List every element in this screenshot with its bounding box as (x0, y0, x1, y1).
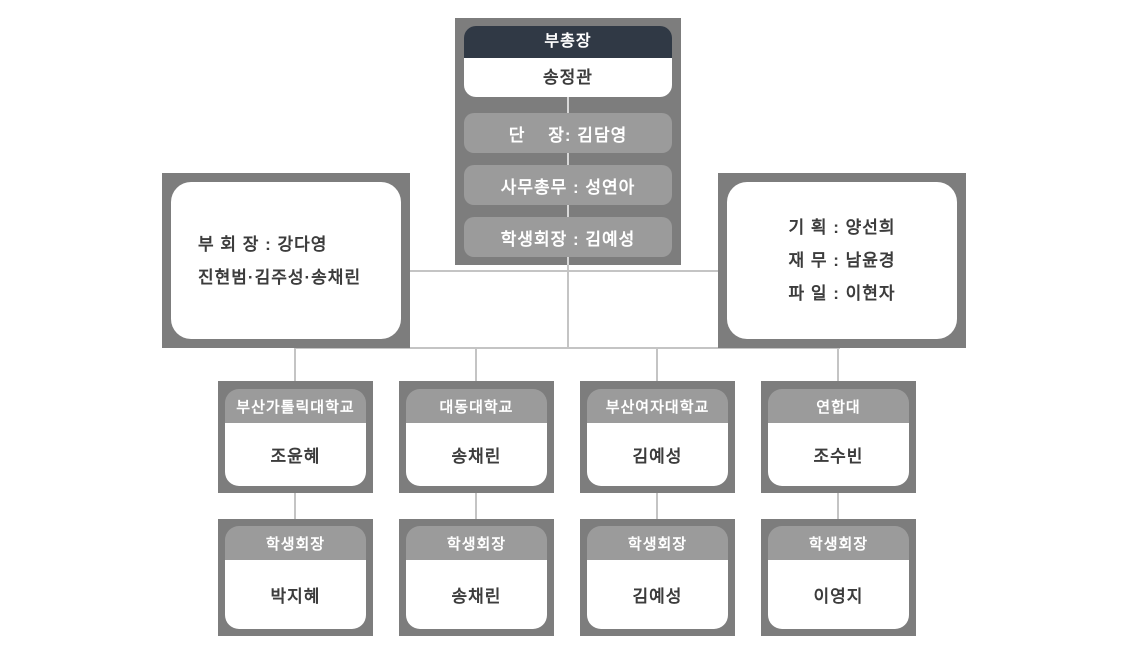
university-name-3: 부산여자대학교 (587, 389, 728, 423)
vice-president-unit: 부총장 송정관 단 장: 김담영 사무총무 : 성연아 학생회장 : 김예성 (455, 18, 681, 265)
staff-pill-secretary: 사무총무 : 성연아 (464, 165, 672, 205)
planning-panel: 기 획 : 양선희 재 무 : 남윤경 파 일 : 이현자 (727, 182, 957, 339)
connector-row-1 (294, 493, 296, 519)
president-card-3: 학생회장 김예성 (587, 526, 728, 629)
vice-chair-line-1: 부 회 장 : 강다영 (198, 234, 328, 254)
president-role-3: 학생회장 (587, 526, 728, 560)
university-name-2: 대동대학교 (406, 389, 547, 423)
vice-president-title: 부총장 (464, 26, 672, 58)
vice-president-name: 송정관 (464, 58, 672, 97)
connector-drop-3 (656, 348, 658, 381)
president-name-3: 김예성 (587, 560, 728, 629)
university-rep-1: 조윤혜 (225, 423, 366, 486)
inner-connector-1 (567, 97, 569, 113)
president-unit-1: 학생회장 박지혜 (218, 519, 373, 636)
planning-unit: 기 획 : 양선희 재 무 : 남윤경 파 일 : 이현자 (718, 173, 966, 348)
president-unit-3: 학생회장 김예성 (580, 519, 735, 636)
connector-row-2 (475, 493, 477, 519)
vice-president-card: 부총장 송정관 (464, 26, 672, 97)
university-card-3: 부산여자대학교 김예성 (587, 389, 728, 486)
president-name-2: 송채린 (406, 560, 547, 629)
connector-row-4 (837, 493, 839, 519)
university-card-4: 연합대 조수빈 (768, 389, 909, 486)
university-card-2: 대동대학교 송채린 (406, 389, 547, 486)
university-rep-3: 김예성 (587, 423, 728, 486)
university-unit-1: 부산가톨릭대학교 조윤혜 (218, 381, 373, 493)
connector-row-3 (656, 493, 658, 519)
university-unit-2: 대동대학교 송채린 (399, 381, 554, 493)
university-card-1: 부산가톨릭대학교 조윤혜 (225, 389, 366, 486)
inner-connector-3 (567, 205, 569, 217)
vice-chair-unit: 부 회 장 : 강다영 진현범·김주성·송채린 (162, 173, 410, 348)
president-name-4: 이영지 (768, 560, 909, 629)
staff-pill-student-president: 학생회장 : 김예성 (464, 217, 672, 257)
connector-drop-1 (294, 348, 296, 381)
president-unit-2: 학생회장 송채린 (399, 519, 554, 636)
university-name-4: 연합대 (768, 389, 909, 423)
connector-branch-bar (294, 347, 840, 349)
university-unit-4: 연합대 조수빈 (761, 381, 916, 493)
president-role-4: 학생회장 (768, 526, 909, 560)
president-card-4: 학생회장 이영지 (768, 526, 909, 629)
university-rep-4: 조수빈 (768, 423, 909, 486)
president-name-1: 박지혜 (225, 560, 366, 629)
connector-left-right (410, 270, 718, 272)
university-name-1: 부산가톨릭대학교 (225, 389, 366, 423)
president-role-2: 학생회장 (406, 526, 547, 560)
connector-drop-4 (837, 348, 839, 381)
university-rep-2: 송채린 (406, 423, 547, 486)
vice-chair-line-2: 진현범·김주성·송채린 (198, 267, 362, 287)
planning-line-3: 파 일 : 이현자 (788, 284, 896, 303)
president-unit-4: 학생회장 이영지 (761, 519, 916, 636)
planning-line-2: 재 무 : 남윤경 (788, 251, 896, 270)
president-card-1: 학생회장 박지혜 (225, 526, 366, 629)
university-unit-3: 부산여자대학교 김예성 (580, 381, 735, 493)
president-card-2: 학생회장 송채린 (406, 526, 547, 629)
staff-pill-leader: 단 장: 김담영 (464, 113, 672, 153)
president-role-1: 학생회장 (225, 526, 366, 560)
inner-connector-2 (567, 153, 569, 165)
inner-connector-4 (567, 257, 569, 265)
connector-center-down (567, 264, 569, 348)
planning-line-1: 기 획 : 양선희 (788, 218, 896, 237)
connector-drop-2 (475, 348, 477, 381)
vice-chair-panel: 부 회 장 : 강다영 진현범·김주성·송채린 (171, 182, 401, 339)
